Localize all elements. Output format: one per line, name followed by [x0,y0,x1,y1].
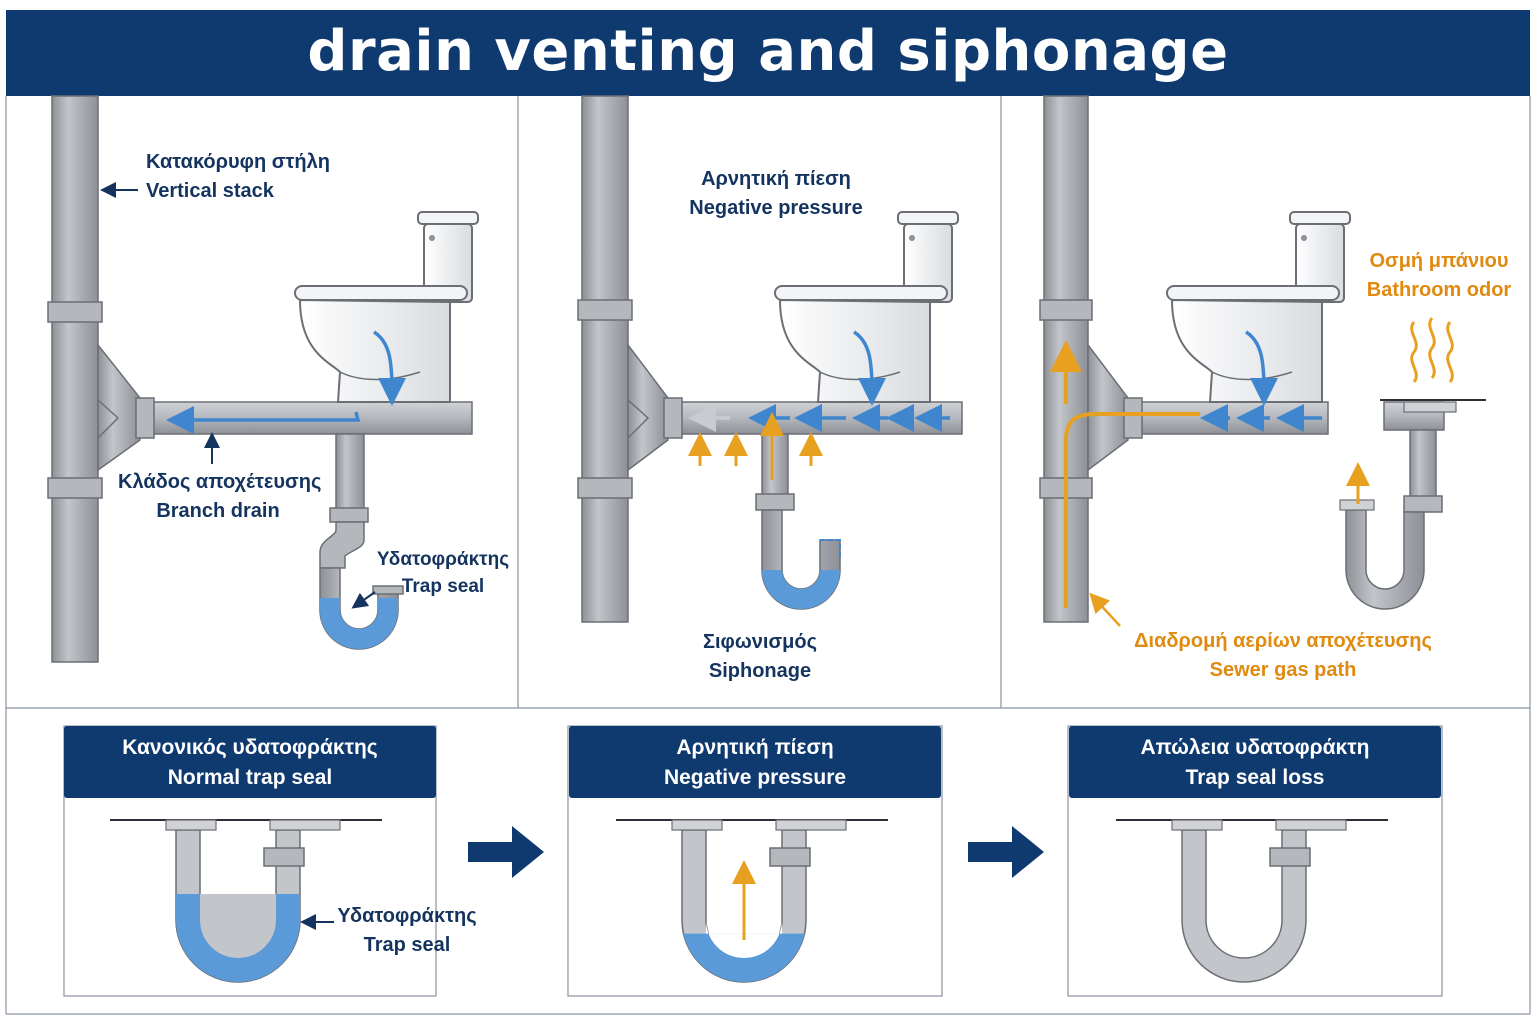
stack-label: Κατακόρυφη στήλη Vertical stack [146,151,330,202]
page-title: drain venting and siphonage [307,19,1229,84]
negative-pressure-label: Αρνητική πίεση Negative pressure [689,168,863,219]
sequence-trap-seal-label: Υδατοφράκτης Trap seal [337,905,477,956]
left-arrow-icon [351,591,376,609]
floor-drain-icon [165,819,217,831]
bathroom-odor-label: Οσμή μπάνιου Bathroom odor [1366,250,1512,301]
top-panels-frame [5,96,1531,1015]
panel-normal-drain [47,95,479,663]
sequence-step-loss-header: Απώλεια υδατοφράκτη Trap seal loss [1069,726,1441,798]
floor-drain-icon [1403,401,1457,413]
sequence-step-negative-header: Αρνητική πίεση Negative pressure [569,726,941,798]
right-arrow-icon [468,826,544,878]
u-trap [1181,829,1307,983]
branch-drain-label: Κλάδος αποχέτευσης Branch drain [118,471,322,522]
right-arrow-icon [968,826,1044,878]
sewer-gas-path-label: Διαδρομή αερίων αποχέτευσης Sewer gas pa… [1134,630,1432,681]
odor-wave-icon [1410,317,1454,383]
trap-seal-label: Υδατοφράκτης Trap seal [376,549,510,597]
floor-drain-icon [1171,819,1223,831]
panel-negative-pressure [577,95,963,623]
panel-sewer-gas [1039,95,1486,627]
floor-drain-icon [671,819,723,831]
sequence-step-normal-header: Κανονικός υδατοφράκτης Normal trap seal [64,726,436,798]
siphonage-label: Σιφωνισμός Siphonage [703,631,817,682]
title-banner: drain venting and siphonage [6,10,1530,96]
sequence-traps [110,819,1388,983]
